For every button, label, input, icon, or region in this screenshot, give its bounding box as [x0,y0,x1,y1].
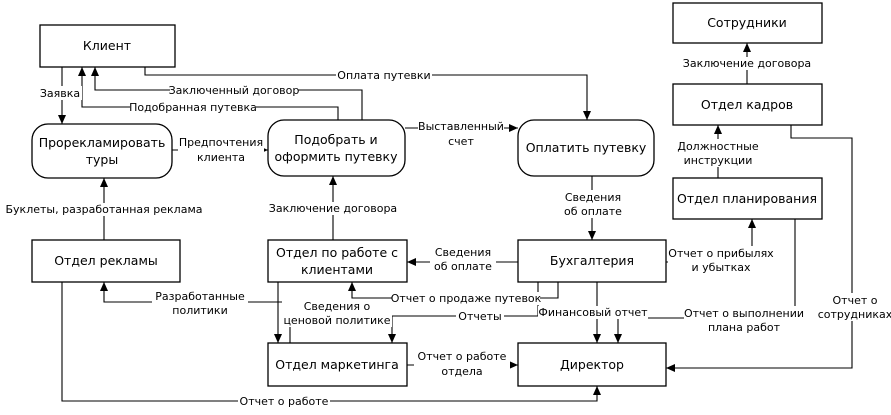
svg-text:Прорекламировать: Прорекламировать [39,135,166,150]
svg-text:Отдел кадров: Отдел кадров [701,97,793,112]
svg-text:счет: счет [448,135,474,148]
svg-text:Финансовый отчет: Финансовый отчет [538,306,648,319]
node-client-dept[interactable]: Отдел по работе с клиентами [267,239,408,283]
edge-staff-report [666,125,853,372]
svg-text:Должностные: Должностные [677,140,759,153]
node-staff[interactable]: Сотрудники [672,2,823,44]
svg-text:Подобрать и: Подобрать и [294,132,377,147]
label-dept-report: Отчет о работе отдела [414,349,510,378]
svg-text:Оплата путевки: Оплата путевки [337,69,430,82]
label-payment-info-left: Сведения об оплате [430,245,496,273]
svg-text:политики: политики [172,304,227,317]
svg-text:об оплате: об оплате [564,205,622,218]
process-select-tour[interactable]: Подобрать и оформить путевку [267,119,406,177]
svg-text:Отдел рекламы: Отдел рекламы [54,253,158,268]
svg-text:Разработанные: Разработанные [155,290,245,303]
label-profit-report: Отчет о прибылях и убытках [668,246,774,274]
svg-text:Отдел по работе с: Отдел по работе с [276,245,398,260]
node-director[interactable]: Директор [517,342,667,387]
svg-text:Сведения: Сведения [435,246,491,259]
svg-text:Отчеты: Отчеты [458,310,501,323]
svg-text:плана работ: плана работ [708,321,781,334]
label-contract-conclusion: Заключение договора [264,202,404,215]
label-contract-hr: Заключение договора [680,57,814,70]
label-staff-report: Отчет о сотрудниках [818,293,891,321]
svg-text:Заключенный договор: Заключенный договор [169,84,300,97]
svg-text:отдела: отдела [441,365,482,378]
process-pay-tour[interactable]: Оплатить путевку [517,119,655,177]
svg-text:инструкции: инструкции [684,154,753,167]
node-ad-dept[interactable]: Отдел рекламы [31,239,181,283]
svg-text:Отчет о: Отчет о [833,294,878,307]
svg-text:Директор: Директор [560,357,624,372]
process-advertise-tours[interactable]: Прорекламировать туры [31,123,173,179]
svg-text:оформить путевку: оформить путевку [275,149,399,164]
svg-text:Отдел планирования: Отдел планирования [677,191,817,206]
svg-text:сотрудниках: сотрудниках [818,308,891,321]
svg-text:туры: туры [86,152,118,167]
label-work-report: Отчет о работе [238,395,330,408]
svg-text:Оплатить путевку: Оплатить путевку [526,140,647,155]
label-client-preferences: Предпочтения клиента [178,135,264,164]
svg-text:Отчет о продаже путевок: Отчет о продаже путевок [391,292,542,305]
svg-text:и убытках: и убытках [692,261,751,274]
node-planning-dept[interactable]: Отдел планирования [672,177,823,220]
label-price-policy-info: Сведения о ценовой политике [282,299,392,327]
svg-text:об оплате: об оплате [434,260,492,273]
node-client[interactable]: Клиент [39,24,176,68]
svg-text:Сведения о: Сведения о [304,300,371,313]
label-tour-payment: Оплата путевки [336,68,432,82]
svg-text:клиента: клиента [197,151,245,164]
node-marketing-dept[interactable]: Отдел маркетинга [267,342,408,387]
label-plan-report: Отчет о выполнении плана работ [684,306,804,334]
svg-text:Заявка: Заявка [40,87,80,100]
label-developed-policies: Разработанные политики [152,290,248,318]
node-accounting[interactable]: Бухгалтерия [517,239,667,283]
svg-text:Бухгалтерия: Бухгалтерия [550,253,634,268]
svg-text:клиентами: клиентами [301,262,373,277]
label-request: Заявка [40,86,82,100]
label-reports: Отчеты [456,310,504,323]
svg-text:Предпочтения: Предпочтения [179,136,263,149]
label-selected-tour: Подобранная путевка [129,101,257,114]
svg-text:Отчет о работе: Отчет о работе [240,395,329,408]
svg-text:Отчет о выполнении: Отчет о выполнении [684,307,804,320]
svg-text:Отчет о работе: Отчет о работе [418,350,507,363]
label-booklets: Буклеты, разработанная реклама [6,203,203,216]
label-job-instructions: Должностные инструкции [677,139,759,167]
label-financial-report: Финансовый отчет [538,306,648,319]
svg-text:Выставленный: Выставленный [418,120,504,133]
svg-text:Отдел маркетинга: Отдел маркетинга [275,357,399,372]
svg-text:Клиент: Клиент [83,38,131,53]
svg-text:Буклеты, разработанная реклама: Буклеты, разработанная реклама [6,203,203,216]
svg-text:Заключение договора: Заключение договора [269,202,397,215]
label-payment-info-down: Сведения об оплате [560,190,626,218]
label-sales-report: Отчет о продаже путевок [391,292,542,305]
svg-text:ценовой политике: ценовой политике [283,314,390,327]
label-issued-invoice: Выставленный счет [418,119,504,148]
node-hr-dept[interactable]: Отдел кадров [672,83,823,126]
svg-text:Подобранная путевка: Подобранная путевка [129,101,257,114]
svg-text:Заключение договора: Заключение договора [683,57,811,70]
svg-text:Сведения: Сведения [565,191,621,204]
svg-text:Сотрудники: Сотрудники [707,15,787,30]
svg-text:Отчет о прибылях: Отчет о прибылях [668,247,774,260]
label-signed-contract: Заключенный договор [169,84,300,97]
